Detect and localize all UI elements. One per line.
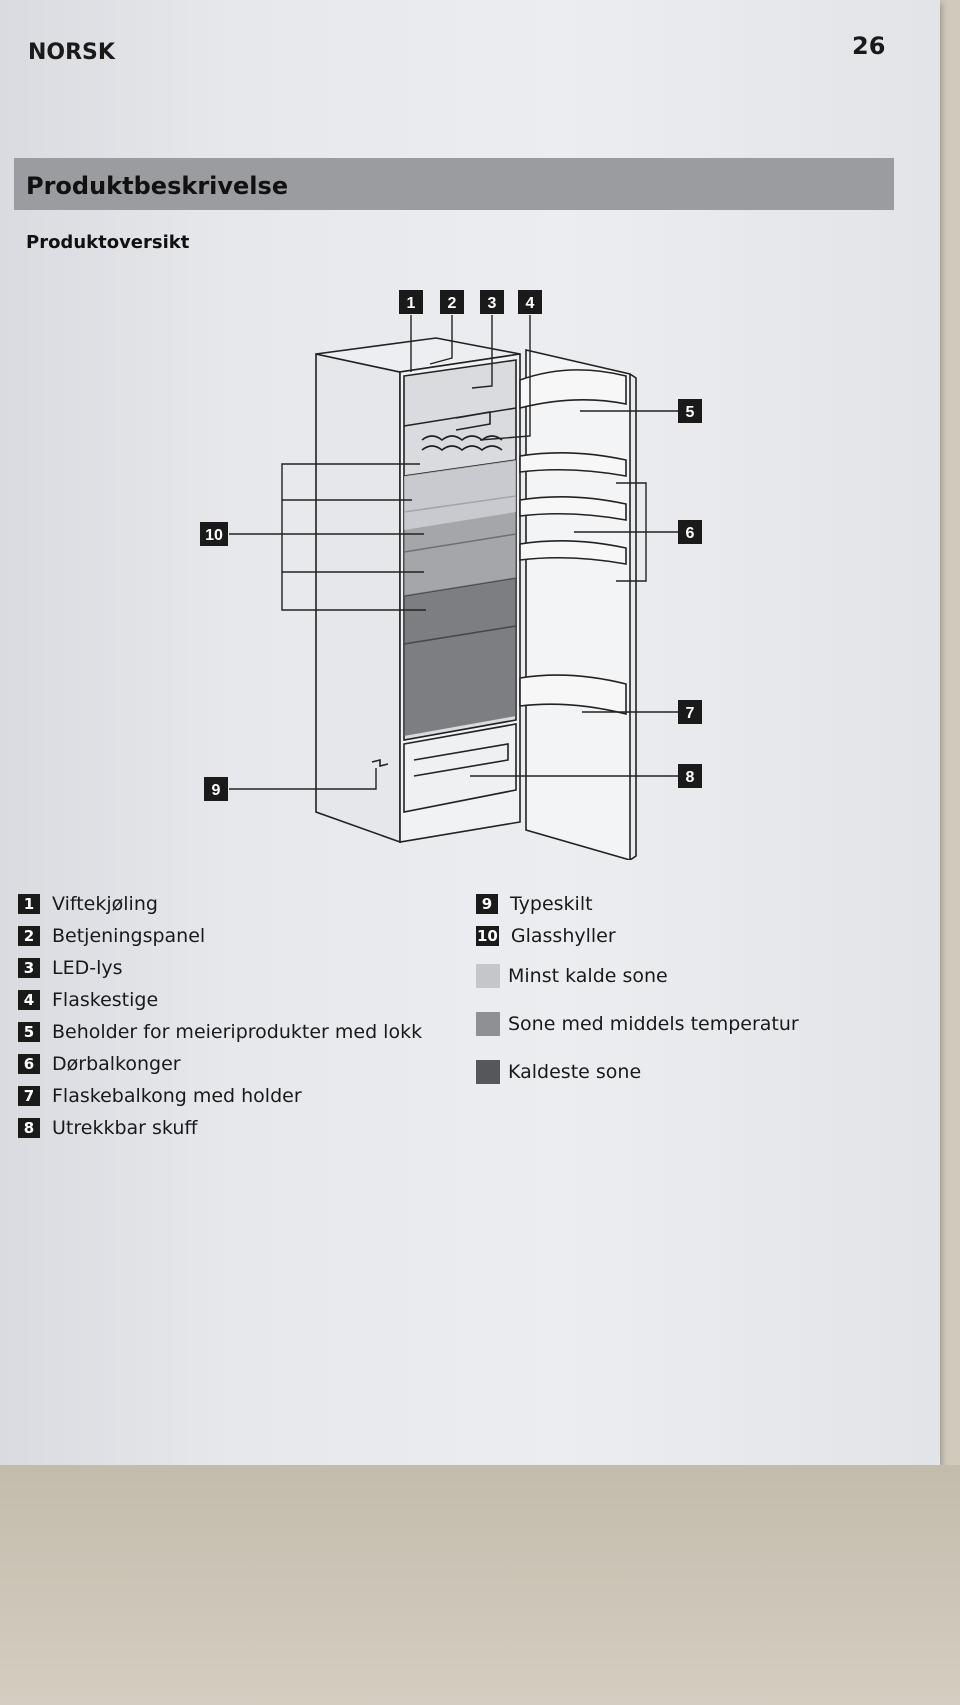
legend-item: 2 Betjeningspanel xyxy=(18,920,422,952)
callout-9: 9 xyxy=(204,777,228,801)
diagram-callouts: 1 2 3 4 5 6 7 8 9 10 xyxy=(200,290,702,801)
legend-item: 1 Viftekjøling xyxy=(18,888,422,920)
legend-item: 9 Typeskilt xyxy=(476,888,616,920)
legend-item: 4 Flaskestige xyxy=(18,984,422,1016)
fridge-interior-zones xyxy=(404,460,516,736)
legend-label: Glasshyller xyxy=(510,925,616,947)
callout-2: 2 xyxy=(440,290,464,314)
callout-8: 8 xyxy=(678,764,702,788)
legend-number: 5 xyxy=(18,1022,40,1042)
refrigerator-diagram: 1 2 3 4 5 6 7 8 9 10 xyxy=(200,290,702,860)
svg-text:6: 6 xyxy=(686,525,695,542)
legend-label: LED-lys xyxy=(52,957,123,979)
callout-1: 1 xyxy=(399,290,423,314)
svg-text:5: 5 xyxy=(686,404,695,421)
legend-label: Viftekjøling xyxy=(52,893,158,915)
legend-number: 7 xyxy=(18,1086,40,1106)
zone-swatch-medium xyxy=(476,1012,500,1036)
zone-label: Minst kalde sone xyxy=(508,965,668,987)
legend-number: 1 xyxy=(18,894,40,914)
callout-3: 3 xyxy=(480,290,504,314)
callout-10: 10 xyxy=(200,522,228,546)
zone-swatch-least-cold xyxy=(476,964,500,988)
legend-number: 2 xyxy=(18,926,40,946)
zone-swatch-coldest xyxy=(476,1060,500,1084)
zone-item: Kaldeste sone xyxy=(476,1048,799,1096)
legend-label: Beholder for meieriprodukter med lokk xyxy=(52,1021,423,1043)
legend-number: 8 xyxy=(18,1118,40,1138)
section-title: Produktbeskrivelse xyxy=(26,172,289,200)
language-label: NORSK xyxy=(28,40,115,65)
fridge-door xyxy=(519,348,637,860)
zone-label: Sone med middels temperatur xyxy=(508,1013,799,1035)
legend-label: Utrekkbar skuff xyxy=(52,1117,198,1139)
legend-item: 8 Utrekkbar skuff xyxy=(18,1112,422,1144)
zone-item: Minst kalde sone xyxy=(476,952,799,1000)
legend-number: 3 xyxy=(18,958,40,978)
legend-label: Dørbalkonger xyxy=(52,1053,181,1075)
svg-text:8: 8 xyxy=(686,769,695,786)
svg-text:3: 3 xyxy=(488,295,497,312)
zone-item: Sone med middels temperatur xyxy=(476,1000,799,1048)
svg-text:10: 10 xyxy=(205,527,223,544)
callout-7: 7 xyxy=(678,700,702,724)
legend-number: 10 xyxy=(476,926,499,946)
legend-label: Betjeningspanel xyxy=(52,925,206,947)
legend-item: 3 LED-lys xyxy=(18,952,422,984)
legend-number: 4 xyxy=(18,990,40,1010)
svg-text:9: 9 xyxy=(212,782,221,799)
svg-text:1: 1 xyxy=(407,295,416,312)
section-header-band xyxy=(14,158,894,210)
svg-text:4: 4 xyxy=(526,295,535,312)
legend-item: 7 Flaskebalkong med holder xyxy=(18,1080,422,1112)
svg-text:2: 2 xyxy=(448,295,457,312)
temperature-zone-legend: Minst kalde sone Sone med middels temper… xyxy=(476,952,799,1096)
legend-label: Flaskestige xyxy=(52,989,159,1011)
subsection-title: Produktoversikt xyxy=(26,232,190,253)
zone-label: Kaldeste sone xyxy=(508,1061,642,1083)
manual-page: NORSK 26 Produktbeskrivelse Produktovers… xyxy=(0,0,940,1465)
table-surface xyxy=(0,1465,960,1705)
svg-text:7: 7 xyxy=(686,705,695,722)
legend-item: 6 Dørbalkonger xyxy=(18,1048,422,1080)
legend-number: 6 xyxy=(18,1054,40,1074)
legend-number: 9 xyxy=(476,894,498,914)
legend-label: Flaskebalkong med holder xyxy=(52,1085,302,1107)
callout-6: 6 xyxy=(678,520,702,544)
callout-4: 4 xyxy=(518,290,542,314)
legend-parts-list-right: 9 Typeskilt 10 Glasshyller xyxy=(476,888,616,952)
legend-item: 5 Beholder for meieriprodukter med lokk xyxy=(18,1016,422,1048)
callout-lines xyxy=(229,315,678,790)
legend-label: Typeskilt xyxy=(510,893,593,915)
legend-item: 10 Glasshyller xyxy=(476,920,616,952)
callout-5: 5 xyxy=(678,399,702,423)
page-number: 26 xyxy=(852,32,886,60)
